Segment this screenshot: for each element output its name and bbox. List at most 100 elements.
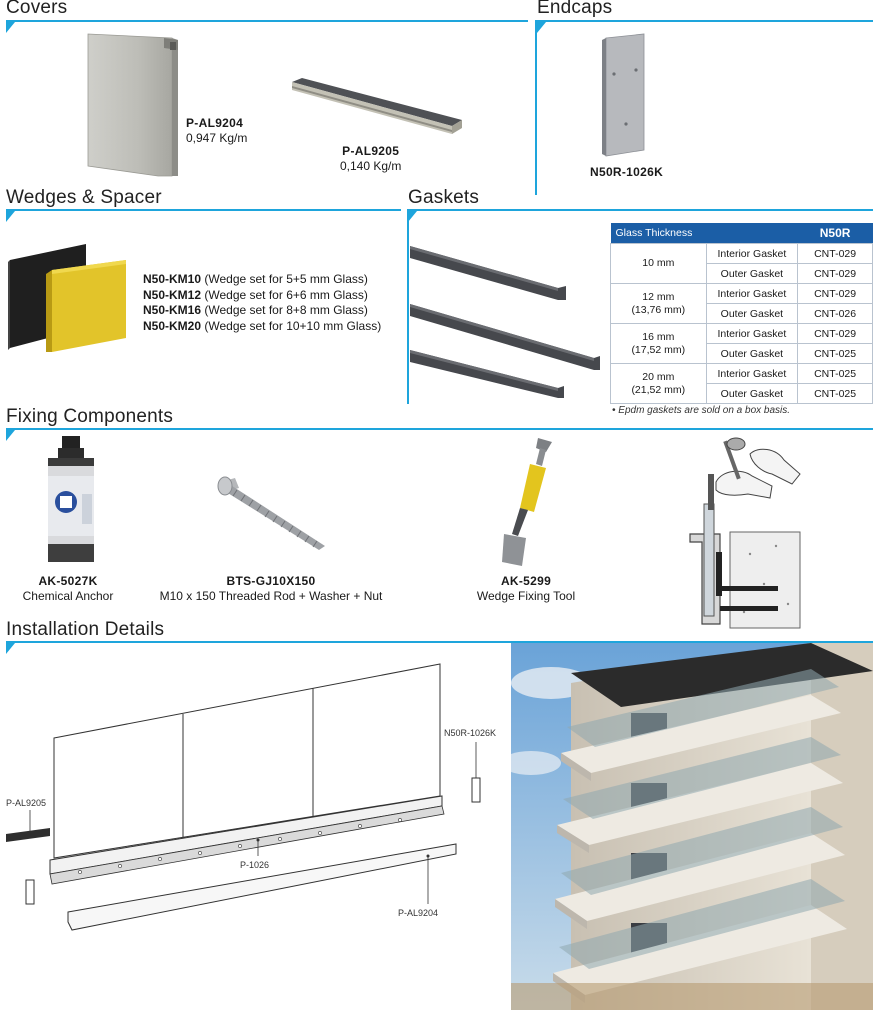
section-title-wedges: Wedges & Spacer (6, 187, 162, 208)
cover-p-al9204-image (87, 33, 178, 177)
section-marker (6, 430, 15, 441)
section-rule-installation (6, 641, 873, 643)
table-row: 20 mm(21,52 mm) Interior Gasket CNT-025 (610, 363, 873, 404)
fixing-desc: Wedge Fixing Tool (476, 589, 576, 603)
label-cover-small: P-AL9205 (6, 798, 46, 808)
wedge-code: N50-KM16 (143, 303, 202, 317)
header-n50r: N50R (797, 223, 873, 244)
building-photo (511, 643, 873, 1010)
gasket-type: Interior Gasket (705, 243, 799, 264)
table-row: Outer Gasket CNT-025 (611, 383, 873, 404)
section-rule-wedges (6, 209, 401, 211)
section-marker (537, 22, 546, 33)
wedge-code: N50-KM10 (143, 272, 202, 286)
thickness-value: 16 mm (642, 330, 675, 343)
gasket-code: CNT-025 (797, 363, 873, 384)
wedge-spacer-image (8, 244, 126, 352)
header-glass-thickness: Glass Thickness (610, 223, 798, 244)
gasket-table-header: Glass Thickness N50R (610, 223, 873, 244)
thickness-cell: 10 mm (610, 243, 707, 284)
section-title-installation: Installation Details (6, 619, 165, 640)
fixing-bts-caption: BTS-GJ10X150 M10 x 150 Threaded Rod + Wa… (146, 574, 396, 604)
thickness-sub: (21,52 mm) (631, 383, 686, 396)
cover-p-al9205-weight: 0,140 Kg/m (340, 159, 402, 173)
fixing-code: AK-5027K (38, 574, 98, 588)
wedge-code: N50-KM12 (143, 287, 202, 302)
gasket-code: CNT-026 (797, 303, 873, 324)
wedge-fixing-tool-image (502, 438, 552, 566)
cover-p-al9204-code: P-AL9204 (186, 116, 244, 130)
wedge-item: N50-KM20 (Wedge set for 10+10 mm Glass) (143, 319, 381, 335)
table-row: 12 mm(13,76 mm) Interior Gasket CNT-029 (610, 283, 873, 324)
thickness-cell: 16 mm(17,52 mm) (610, 323, 707, 364)
gasket-code: CNT-029 (797, 243, 873, 264)
fixing-ak-5027k-caption: AK-5027K Chemical Anchor (8, 574, 128, 604)
table-row: 16 mm(17,52 mm) Interior Gasket CNT-029 (610, 323, 873, 364)
threaded-rod-image (217, 476, 325, 550)
label-cover-large: P-AL9204 (398, 908, 438, 918)
wedge-desc: (Wedge set for 10+10 mm Glass) (204, 318, 382, 333)
cover-p-al9204-caption: P-AL9204 0,947 Kg/m (186, 116, 247, 146)
thickness-cell: 20 mm(21,52 mm) (610, 363, 707, 404)
gasket-type: Interior Gasket (705, 363, 799, 384)
thickness-value: 10 mm (642, 257, 675, 269)
section-rule-fixing (6, 428, 873, 430)
chemical-anchor-image (48, 436, 94, 562)
section-title-fixing: Fixing Components (6, 406, 174, 427)
gasket-code: CNT-029 (797, 263, 873, 284)
thickness-value: 20 mm (642, 370, 675, 383)
fixing-illustration-image (689, 437, 801, 629)
section-rule-endcaps (537, 20, 873, 22)
gasket-table: Glass Thickness N50R 10 mm Interior Gask… (610, 223, 873, 404)
gasket-type: Interior Gasket (705, 283, 799, 304)
thickness-value: 12 mm (642, 290, 675, 303)
wedge-code: N50-KM20 (143, 318, 202, 333)
table-row: Outer Gasket CNT-025 (611, 343, 873, 364)
endcap-image (602, 33, 645, 157)
wedge-list: N50-KM10 (Wedge set for 5+5 mm Glass) N5… (143, 272, 381, 334)
cover-p-al9204-weight: 0,947 Kg/m (186, 131, 248, 145)
gasket-type: Outer Gasket (705, 383, 799, 404)
fixing-desc: M10 x 150 Threaded Rod + Washer + Nut (159, 589, 383, 603)
section-marker (408, 211, 417, 222)
section-title-gaskets: Gaskets (408, 187, 480, 208)
fixing-code: AK-5299 (500, 574, 552, 588)
wedge-desc: (Wedge set for 6+6 mm Glass) (204, 287, 368, 302)
cover-p-al9205-code: P-AL9205 (342, 144, 400, 158)
thickness-cell: 12 mm(13,76 mm) (610, 283, 707, 324)
section-marker (6, 211, 15, 222)
section-title-endcaps: Endcaps (537, 0, 613, 18)
section-marker (6, 643, 15, 654)
section-rule-gaskets (408, 209, 873, 211)
wedge-desc: (Wedge set for 8+8 mm Glass) (204, 303, 368, 317)
gasket-type: Interior Gasket (705, 323, 799, 344)
cover-p-al9205-image (292, 78, 462, 134)
section-divider (535, 20, 537, 195)
fixing-desc: Chemical Anchor (22, 589, 114, 603)
gasket-code: CNT-029 (797, 283, 873, 304)
table-row: Outer Gasket CNT-026 (611, 303, 873, 324)
fixing-code: BTS-GJ10X150 (226, 574, 316, 588)
label-endcap: N50R-1026K (444, 728, 496, 738)
endcap-code: N50R-1026K (590, 165, 664, 179)
wedge-item: N50-KM12 (Wedge set for 6+6 mm Glass) (143, 288, 381, 304)
section-marker (6, 22, 15, 33)
gasket-note: • Epdm gaskets are sold on a box basis. (612, 405, 791, 416)
gasket-type: Outer Gasket (705, 343, 799, 364)
gasket-type: Outer Gasket (705, 303, 799, 324)
wedge-desc: (Wedge set for 5+5 mm Glass) (204, 272, 368, 286)
gasket-type: Outer Gasket (705, 263, 799, 284)
gasket-code: CNT-029 (797, 323, 873, 344)
thickness-sub: (13,76 mm) (631, 303, 686, 316)
gasket-code: CNT-025 (797, 343, 873, 364)
section-rule-covers (6, 20, 528, 22)
cover-p-al9205-caption: P-AL9205 0,140 Kg/m (340, 144, 401, 174)
wedge-item: N50-KM10 (Wedge set for 5+5 mm Glass) (143, 272, 381, 288)
thickness-sub: (17,52 mm) (631, 343, 686, 356)
table-row: 10 mm Interior Gasket CNT-029 (610, 243, 873, 284)
section-divider (407, 209, 409, 404)
gasket-profiles-image (410, 246, 600, 398)
wedge-item: N50-KM16 (Wedge set for 8+8 mm Glass) (143, 303, 381, 319)
label-profile: P-1026 (240, 860, 269, 870)
section-title-covers: Covers (6, 0, 68, 18)
